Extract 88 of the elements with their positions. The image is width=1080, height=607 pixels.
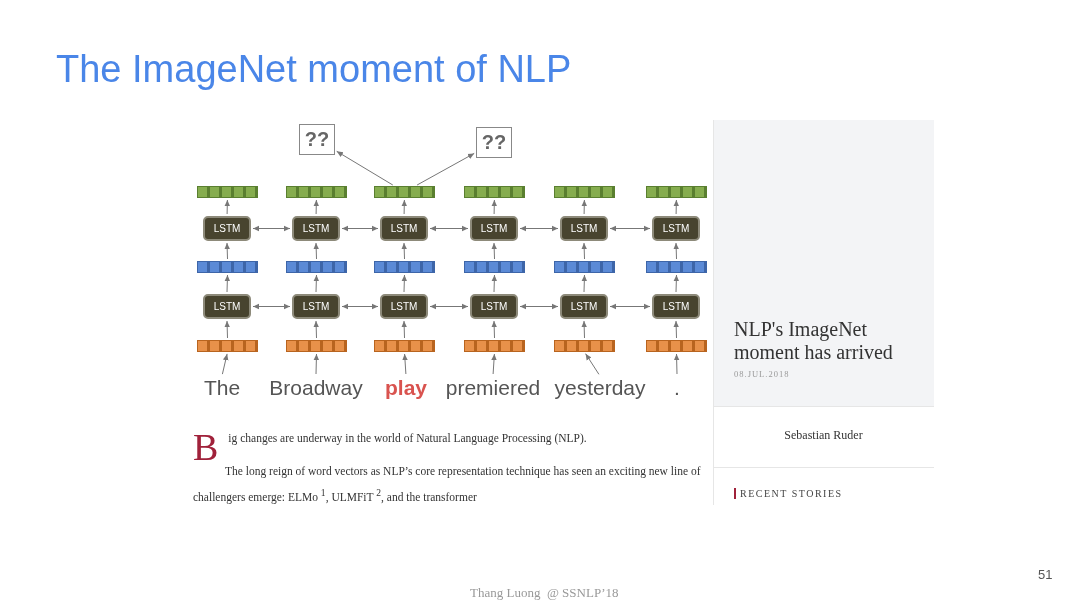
word-token: Broadway [269, 376, 363, 400]
vector-bar [374, 340, 435, 352]
page-number: 51 [1038, 567, 1053, 582]
arrow [224, 242, 230, 260]
lstm-cell: LSTM [652, 294, 700, 319]
arrow [336, 150, 394, 186]
footer-credit: Thang Luong @ SSNLP’18 [470, 585, 619, 601]
vector-bar [554, 261, 615, 273]
arrow [673, 320, 679, 339]
arrow [491, 274, 498, 293]
arrow [252, 225, 291, 232]
vector-bar [197, 186, 258, 198]
vector-bar [286, 261, 347, 273]
vector-bar [554, 340, 615, 352]
arrow [313, 353, 320, 375]
arrow [221, 353, 229, 375]
vector-bar [554, 186, 615, 198]
lstm-cell: LSTM [560, 216, 608, 241]
article-date: 08.JUL.2018 [734, 369, 790, 379]
lstm-cell: LSTM [652, 216, 700, 241]
vector-bar [197, 261, 258, 273]
vector-bar [464, 186, 525, 198]
vector-bar [646, 186, 707, 198]
vector-bar [646, 340, 707, 352]
vector-bar [464, 340, 525, 352]
arrow [429, 225, 469, 232]
arrow [341, 303, 379, 310]
lstm-cell: LSTM [560, 294, 608, 319]
section-heading: RECENT STORIES [734, 488, 843, 499]
lstm-cell: LSTM [380, 294, 428, 319]
arrow [519, 303, 559, 310]
arrow [673, 199, 680, 215]
word-token: The [203, 376, 241, 400]
slide-title: The ImageNet moment of NLP [56, 48, 572, 91]
arrow [491, 242, 497, 260]
author-name: Sebastian Ruder [783, 428, 864, 443]
arrow [313, 320, 319, 339]
word-token: yesterday [554, 376, 646, 400]
vector-bar [374, 261, 435, 273]
lstm-cell: LSTM [203, 216, 251, 241]
arrow [252, 303, 291, 310]
vector-bar [286, 340, 347, 352]
arrow [491, 320, 497, 339]
word-token: play [385, 376, 427, 400]
arrow [313, 274, 320, 293]
arrow [581, 242, 587, 260]
arrow [581, 199, 588, 215]
arrow [224, 199, 231, 215]
arrow [491, 199, 498, 215]
output-box: ?? [299, 124, 335, 155]
lstm-cell: LSTM [470, 216, 518, 241]
lstm-cell: LSTM [203, 294, 251, 319]
lstm-cell: LSTM [292, 216, 340, 241]
arrow [429, 303, 469, 310]
lstm-cell: LSTM [470, 294, 518, 319]
arrow [341, 225, 379, 232]
arrow [224, 320, 230, 339]
vector-bar [286, 186, 347, 198]
arrow [673, 353, 680, 375]
arrow [491, 353, 497, 375]
arrow [673, 242, 679, 260]
vector-bar [464, 261, 525, 273]
article-heading: NLP's ImageNet moment has arrived [734, 318, 894, 364]
arrow [401, 199, 408, 215]
arrow [401, 274, 408, 293]
vector-bar [374, 186, 435, 198]
arrow [402, 353, 408, 375]
arrow [581, 274, 588, 293]
arrow [581, 320, 587, 339]
arrow [401, 242, 407, 260]
output-box: ?? [476, 127, 512, 158]
arrow [585, 353, 600, 375]
arrow [519, 225, 559, 232]
arrow [609, 303, 651, 310]
word-token: premiered [445, 376, 541, 400]
arrow [313, 242, 319, 260]
arrow [224, 274, 231, 293]
arrow [673, 274, 680, 293]
lstm-cell: LSTM [292, 294, 340, 319]
article-paragraph: The long reign of word vectors as NLP’s core representation technique has seen an exciting new line of challengers emerge: ELMo $^{1}$, ULMFiT $^{2}$, and the transformer [193, 464, 702, 506]
arrow [416, 152, 475, 186]
arrow [609, 225, 651, 232]
word-token: . [674, 376, 680, 400]
vector-bar [197, 340, 258, 352]
arrow [401, 320, 407, 339]
vector-bar [646, 261, 707, 273]
lstm-cell: LSTM [380, 216, 428, 241]
arrow [313, 199, 320, 215]
